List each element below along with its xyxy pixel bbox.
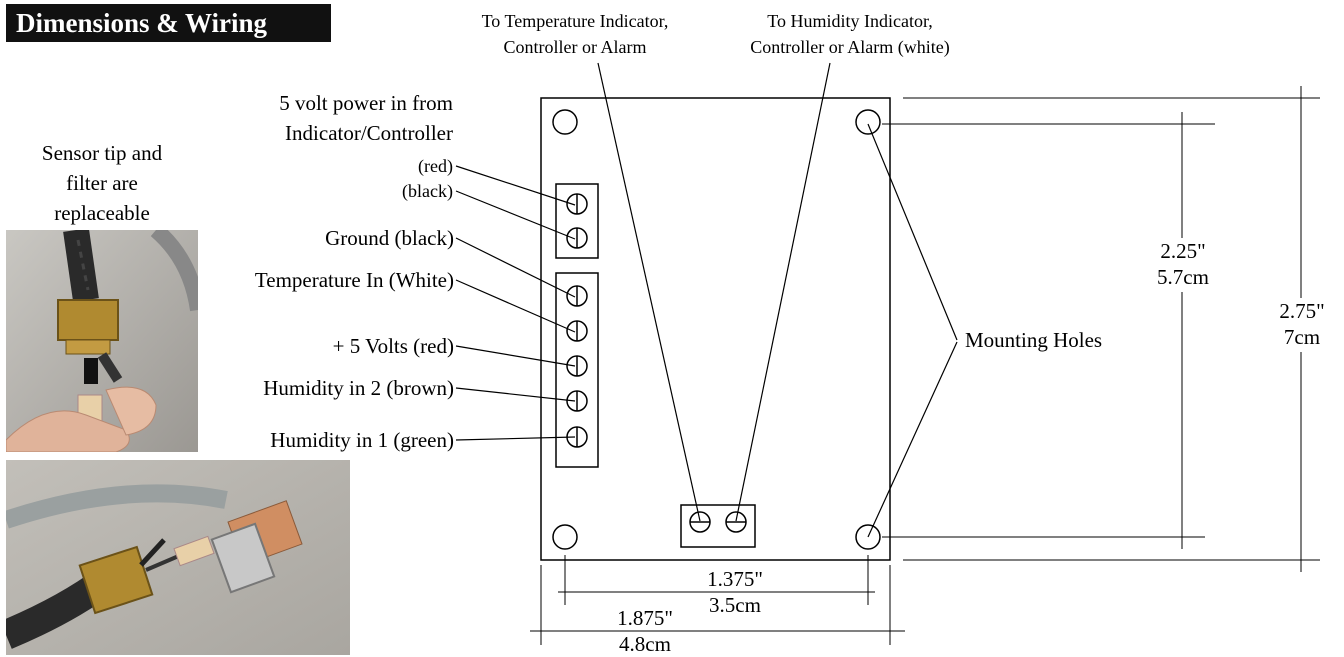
- mounting-hole-top-right: [855, 109, 881, 135]
- screw-humidity-2: [566, 390, 588, 412]
- sensor-caption: Sensor tip and filter are replaceable: [6, 138, 198, 228]
- humidity-output-line-2: Controller or Alarm (white): [750, 37, 950, 57]
- leader-red: [455, 165, 576, 206]
- screw-terminals: [566, 193, 747, 533]
- sensor-photo-top: [6, 230, 198, 452]
- leader-ground: [455, 237, 576, 298]
- dim-hole-vertical-inch: 2.25": [1160, 239, 1206, 263]
- dim-board-width-inch: 1.875": [595, 605, 695, 631]
- sensor-caption-line-2: filter are: [66, 171, 138, 195]
- terminal-label-humidity-1: Humidity in 1 (green): [270, 428, 454, 452]
- leader-5v: [455, 345, 576, 367]
- power-label-line-1: 5 volt power in from: [279, 91, 453, 115]
- leader-lines: [455, 62, 958, 538]
- screw-power-black: [566, 227, 588, 249]
- temperature-output-label: To Temperature Indicator, Controller or …: [430, 8, 720, 60]
- leader-mount-bottom: [867, 341, 958, 538]
- leader-humidity-out: [735, 62, 831, 522]
- leader-temperature-out: [597, 62, 701, 522]
- dim-board-height-cm: 7cm: [1283, 325, 1321, 349]
- power-label-line-2: Indicator/Controller: [285, 121, 453, 145]
- screw-temperature-out: [689, 511, 711, 533]
- sensor-terminal-block: [555, 272, 599, 468]
- screw-5v: [566, 355, 588, 377]
- temperature-output-line-1: To Temperature Indicator,: [481, 11, 669, 31]
- mounting-hole-bottom-right: [855, 524, 881, 550]
- terminal-label-5v: + 5 Volts (red): [332, 334, 454, 358]
- dim-board-height: 2.75" 7cm: [1264, 298, 1340, 350]
- screw-humidity-1: [566, 426, 588, 448]
- dim-hole-horizontal: 1.375" 3.5cm: [680, 566, 790, 618]
- humidity-output-line-1: To Humidity Indicator,: [767, 11, 933, 31]
- mounting-hole-top-left: [552, 109, 578, 135]
- screw-temperature: [566, 320, 588, 342]
- dimension-lines: [530, 86, 1320, 645]
- power-wire-black: (black): [402, 181, 453, 201]
- output-terminal-block: [680, 504, 756, 548]
- circuit-board: [540, 97, 891, 561]
- section-title: Dimensions & Wiring: [6, 4, 331, 42]
- sensor-caption-line-1: Sensor tip and: [41, 141, 163, 165]
- terminal-label-humidity-2: Humidity in 2 (brown): [263, 376, 454, 400]
- humidity-output-label: To Humidity Indicator, Controller or Ala…: [700, 8, 1000, 60]
- leader-mount-top: [867, 123, 958, 341]
- temperature-output-line-2: Controller or Alarm: [503, 37, 647, 57]
- terminal-label-temperature: Temperature In (White): [254, 268, 454, 292]
- screw-humidity-out: [725, 511, 747, 533]
- screw-power-red: [566, 193, 588, 215]
- leader-humidity-1: [455, 436, 576, 441]
- terminal-label-ground: Ground (black): [325, 226, 454, 250]
- leader-black: [455, 190, 576, 240]
- dim-hole-vertical: 2.25" 5.7cm: [1138, 238, 1228, 290]
- screw-ground: [566, 285, 588, 307]
- dim-hole-horizontal-inch: 1.375": [680, 566, 790, 592]
- leader-humidity-2: [455, 387, 576, 402]
- sensor-photo-bottom: [6, 460, 350, 655]
- dim-board-height-inch: 2.75": [1279, 299, 1325, 323]
- dim-hole-vertical-cm: 5.7cm: [1157, 265, 1209, 289]
- power-wire-red: (red): [418, 156, 453, 176]
- mounting-hole-bottom-left: [552, 524, 578, 550]
- power-label: 5 volt power in from Indicator/Controlle…: [200, 88, 453, 148]
- dim-board-width-cm: 4.8cm: [619, 632, 671, 656]
- dim-hole-horizontal-cm: 3.5cm: [709, 593, 761, 617]
- power-terminal-block: [555, 183, 599, 259]
- leader-temperature: [455, 279, 576, 333]
- mounting-holes-label: Mounting Holes: [965, 328, 1103, 352]
- dim-board-width: 1.875" 4.8cm: [595, 605, 695, 657]
- sensor-caption-line-3: replaceable: [54, 201, 150, 225]
